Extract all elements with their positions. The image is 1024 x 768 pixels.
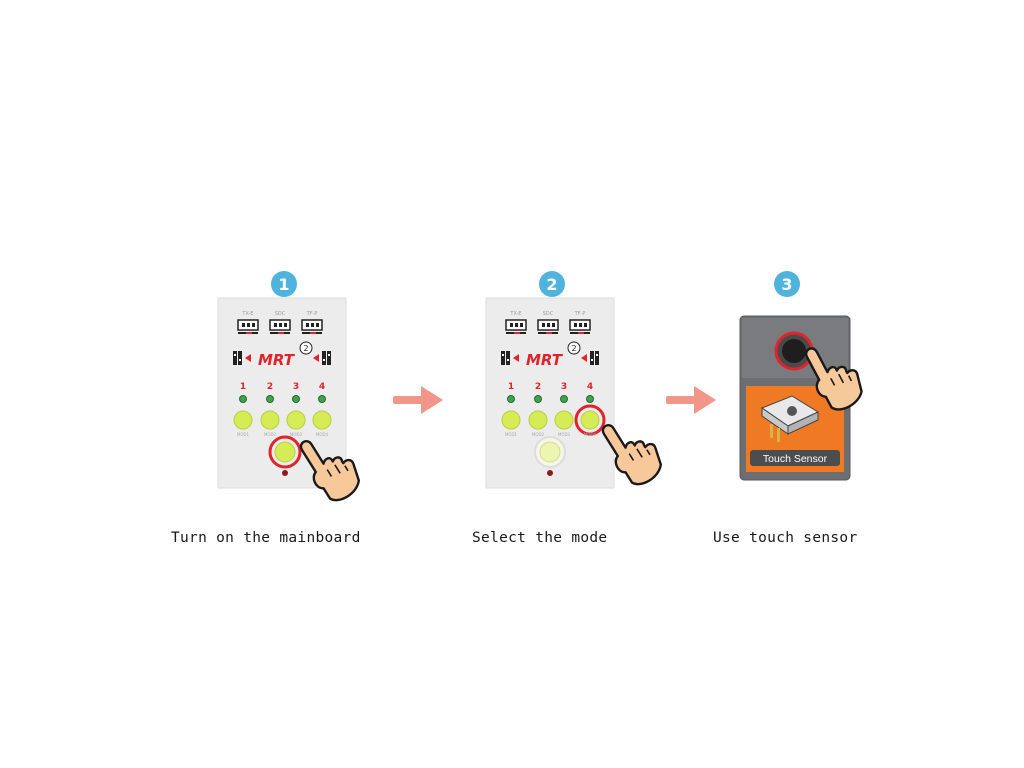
mode-button	[580, 410, 600, 430]
step-1-badge: 1	[271, 271, 297, 297]
mode-led	[560, 395, 568, 403]
port-connector	[505, 319, 527, 334]
power-button	[274, 441, 296, 463]
mode-button-label: MOD1	[237, 432, 250, 437]
mode-number: 2	[267, 382, 273, 392]
mode-led	[239, 395, 247, 403]
mode-number: 3	[561, 382, 567, 392]
sensor-label-bg	[750, 450, 840, 466]
touch-sensor-illustration: Touch Sensor	[739, 315, 863, 481]
mode-led	[586, 395, 594, 403]
mode-4-highlight-ring	[574, 404, 606, 436]
mode-number: 4	[319, 382, 325, 392]
logo-text: MRT	[526, 351, 564, 369]
mode-button	[286, 410, 306, 430]
mode-button-label: MOD2	[264, 432, 277, 437]
pointing-hand-icon	[299, 440, 361, 502]
port-label: TX-E	[241, 311, 253, 317]
sensor-module-icon	[760, 395, 820, 442]
port-label: TF-P	[306, 311, 318, 317]
mode-button	[528, 410, 548, 430]
mode-number: 2	[535, 382, 541, 392]
mode-button	[260, 410, 280, 430]
logo-superscript: 2	[571, 344, 576, 353]
pointing-hand-icon	[804, 347, 863, 411]
pointing-hand-icon	[601, 424, 663, 486]
mode-button-label: MOD3	[290, 432, 303, 437]
mode-button	[554, 410, 574, 430]
touch-button	[782, 339, 806, 363]
logo-text: MRT	[258, 351, 296, 369]
mode-led	[507, 395, 515, 403]
port-connector	[269, 319, 291, 334]
arrow-right-icon	[393, 386, 443, 414]
mode-number: 4	[587, 382, 593, 392]
mrt-logo: MRT 2	[233, 341, 331, 369]
port-connector	[537, 319, 559, 334]
mainboard-step-2: TX-E SDC TF-P MRT 2 1 2 3 4 MOD1 MOD2 MO…	[485, 297, 663, 489]
mode-button	[501, 410, 521, 430]
step-2-caption: Select the mode	[472, 530, 608, 546]
mode-led	[318, 395, 326, 403]
mrt-logo: MRT 2	[501, 341, 599, 369]
power-led	[547, 470, 553, 476]
step-1-caption: Turn on the mainboard	[171, 530, 361, 546]
mode-button-label: MOD1	[505, 432, 518, 437]
sensor-label: Touch Sensor	[763, 453, 828, 465]
mode-led	[292, 395, 300, 403]
mode-button-label: MOD4	[584, 432, 597, 437]
step-2-badge: 2	[539, 271, 565, 297]
port-connector	[237, 319, 259, 334]
logo-superscript: 2	[303, 344, 308, 353]
mode-button	[233, 410, 253, 430]
step-3-caption: Use touch sensor	[713, 530, 858, 546]
power-button-highlight-ring	[268, 435, 302, 469]
mode-button-label: MOD2	[532, 432, 545, 437]
port-label: SDC	[543, 311, 554, 317]
mode-number: 1	[508, 382, 514, 392]
power-led	[282, 470, 288, 476]
mode-button-label: MOD3	[558, 432, 571, 437]
power-button	[539, 441, 561, 463]
port-label: TX-E	[509, 311, 521, 317]
port-label: SDC	[275, 311, 286, 317]
mainboard-step-1: TX-E SDC TF-P MRT 2 1 2 3 4 MOD1	[217, 297, 361, 502]
port-label: TF-P	[574, 311, 586, 317]
mode-button-label: MOD4	[316, 432, 329, 437]
port-connector	[569, 319, 591, 334]
mode-led	[534, 395, 542, 403]
step-3-badge: 3	[774, 271, 800, 297]
port-connector	[301, 319, 323, 334]
mode-led	[266, 395, 274, 403]
mode-button	[312, 410, 332, 430]
mode-number: 3	[293, 382, 299, 392]
arrow-right-icon	[666, 386, 716, 414]
mode-number: 1	[240, 382, 246, 392]
